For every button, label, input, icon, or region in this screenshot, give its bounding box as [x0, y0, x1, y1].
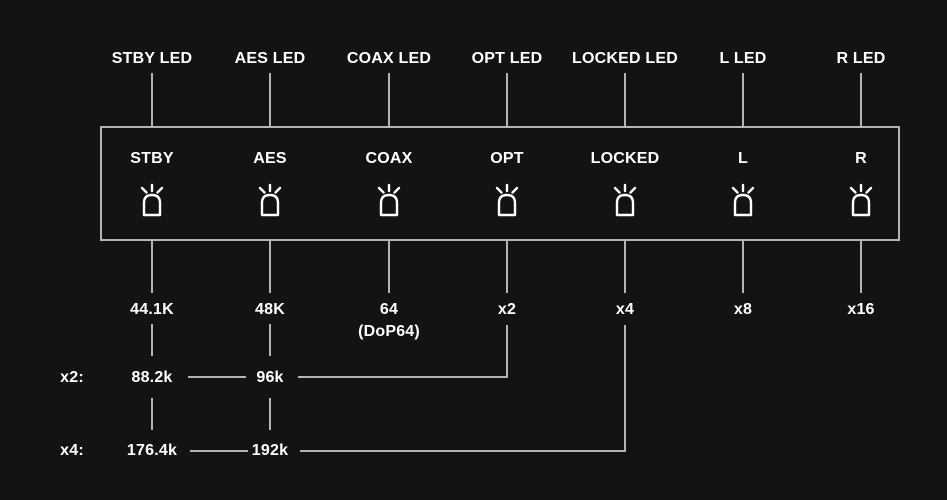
- value-label-48k: 48K: [255, 301, 285, 318]
- rate-label-96k: 96k: [256, 369, 284, 386]
- panel-label-l: L: [738, 150, 748, 167]
- led-icon: [731, 183, 755, 217]
- value-label-44-1k: 44.1K: [130, 301, 174, 318]
- panel-label-r: R: [855, 150, 867, 167]
- panel-label-stby: STBY: [130, 150, 174, 167]
- callout-label-r-led: R LED: [836, 50, 886, 67]
- callout-label-aes-led: AES LED: [234, 50, 306, 67]
- callout-label-l-led: L LED: [719, 50, 767, 67]
- rate-label-176-4k: 176.4k: [126, 442, 178, 459]
- value-label-x16: x16: [847, 301, 875, 318]
- panel-label-opt: OPT: [490, 150, 524, 167]
- value-label-x4: x4: [615, 301, 635, 318]
- value-note-dop64: (DoP64): [358, 323, 420, 340]
- rate-label-88-2k: 88.2k: [131, 369, 173, 386]
- callout-label-stby-led: STBY LED: [111, 50, 193, 67]
- value-label-x8: x8: [733, 301, 753, 318]
- rate-label-192k: 192k: [251, 442, 289, 459]
- led-icon: [140, 183, 164, 217]
- led-icon: [258, 183, 282, 217]
- panel-label-locked: LOCKED: [590, 150, 660, 167]
- led-icon: [377, 183, 401, 217]
- callout-label-opt-led: OPT LED: [471, 50, 543, 67]
- callout-label-locked-led: LOCKED LED: [572, 50, 678, 67]
- panel-label-coax: COAX: [365, 150, 413, 167]
- led-icon: [849, 183, 873, 217]
- value-label-64: 64: [379, 301, 399, 318]
- front-panel-box: [100, 126, 900, 241]
- led-icon: [613, 183, 637, 217]
- led-icon: [495, 183, 519, 217]
- row-prefix-x4: x4:: [60, 442, 84, 459]
- panel-label-aes: AES: [253, 150, 287, 167]
- callout-label-coax-led: COAX LED: [346, 50, 432, 67]
- row-prefix-x2: x2:: [60, 369, 84, 386]
- value-label-x2: x2: [497, 301, 517, 318]
